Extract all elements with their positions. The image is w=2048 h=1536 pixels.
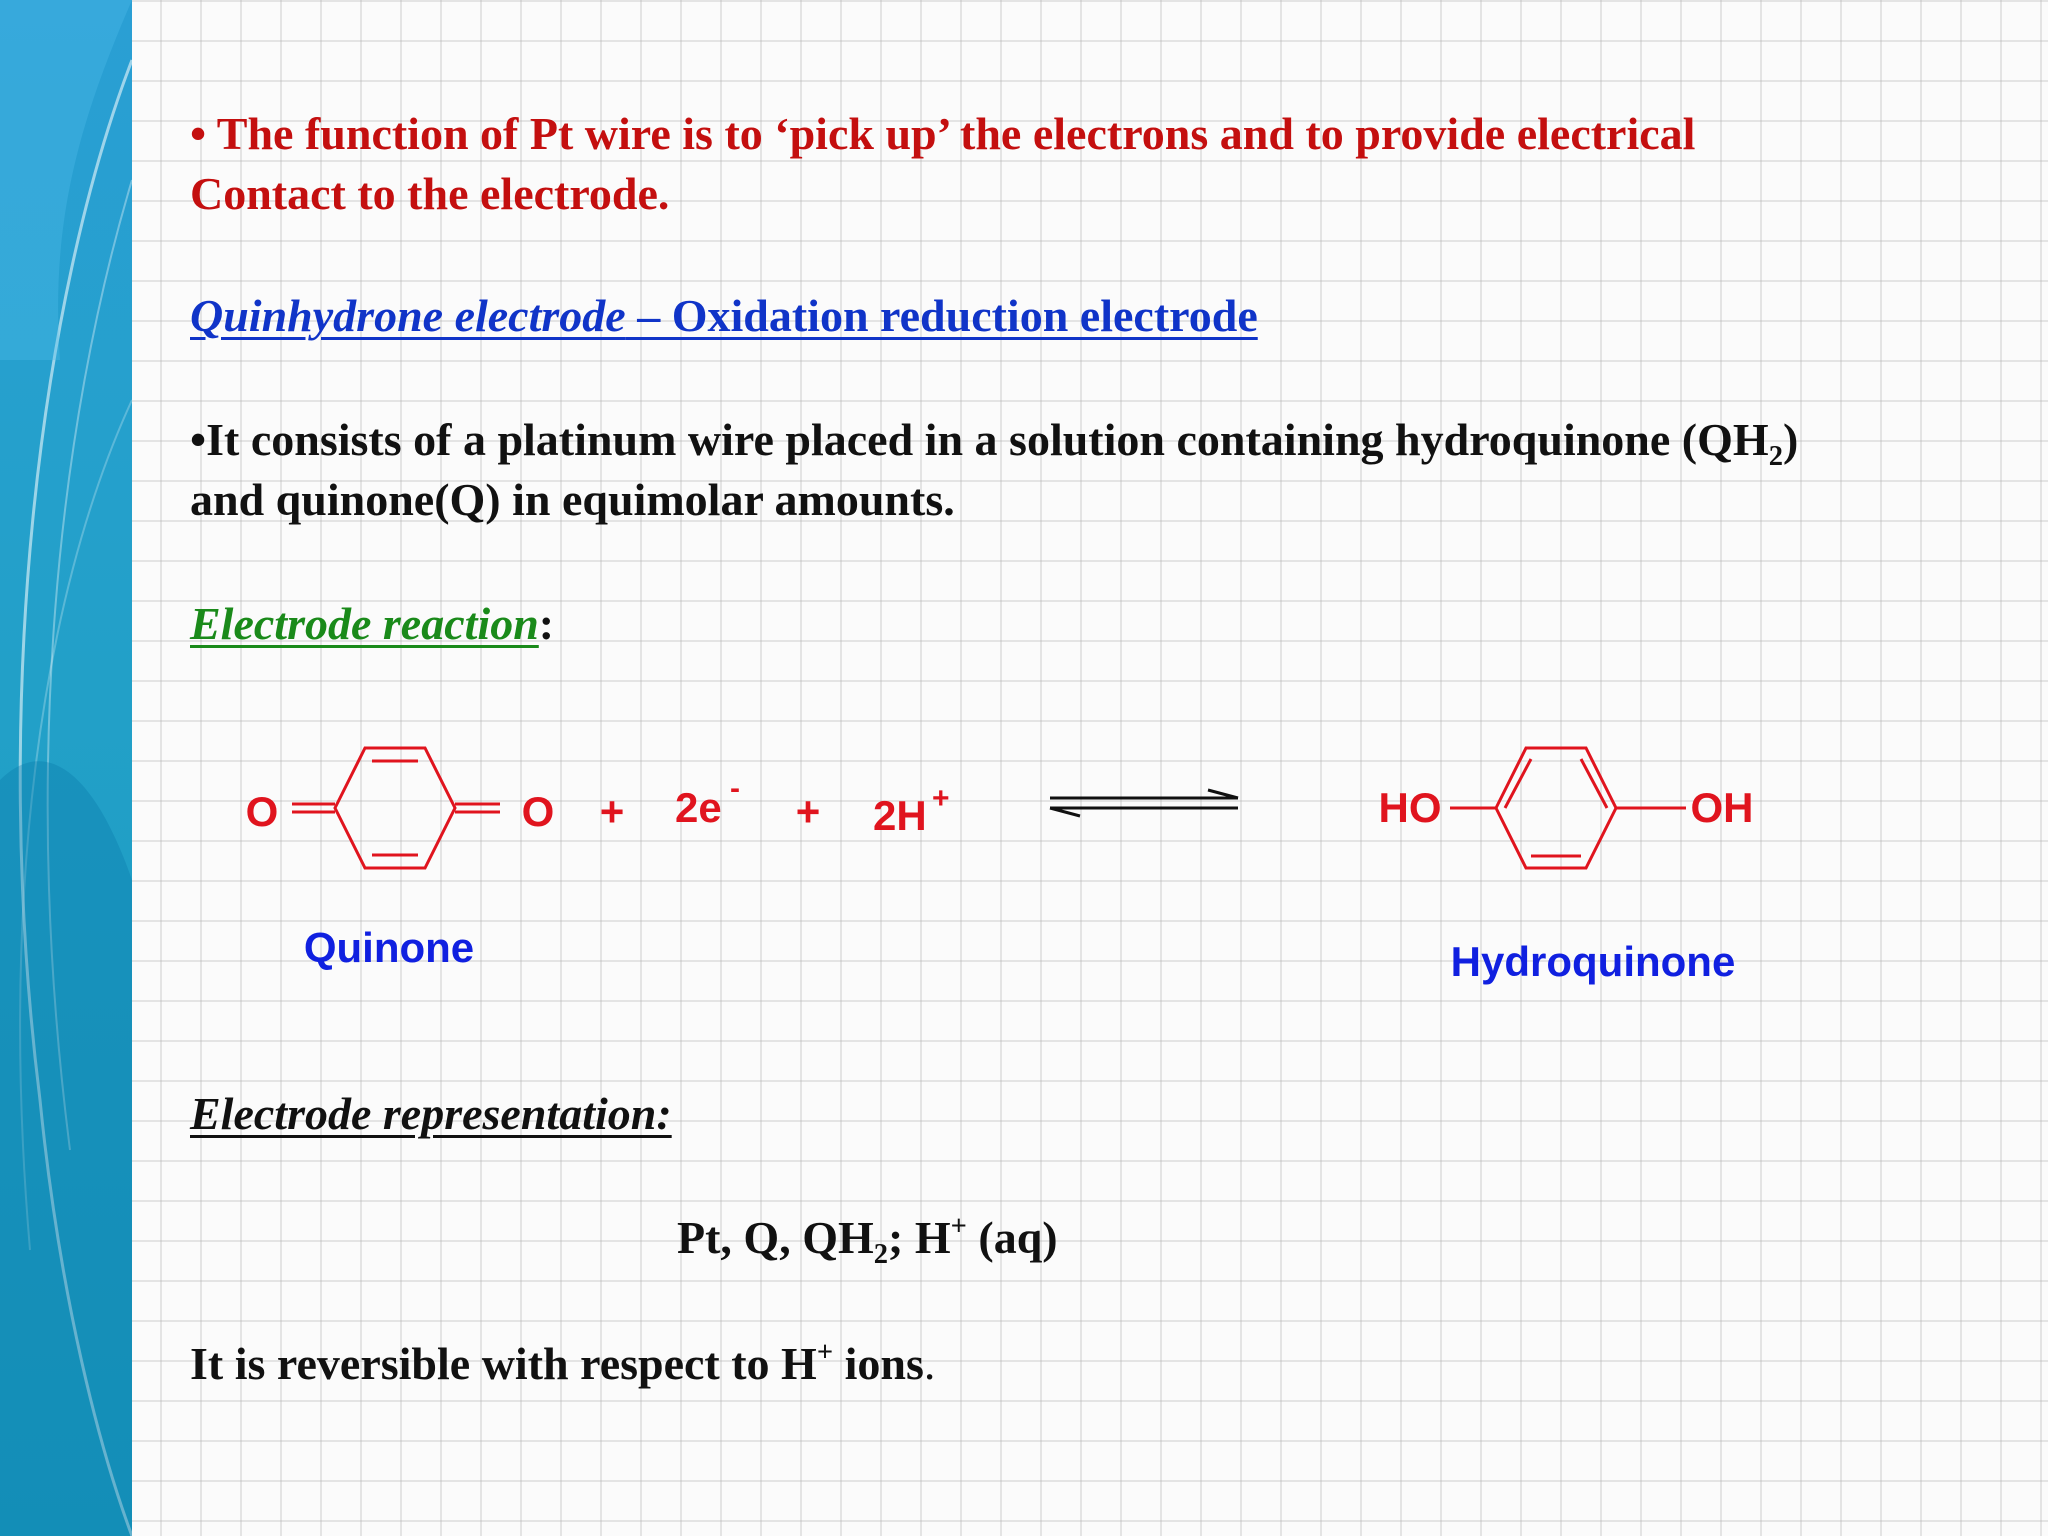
heading-quinhydrone-italic: Quinhydrone electrode [190, 290, 626, 341]
reversible-text-end: ions [833, 1338, 924, 1389]
reversible-text: It is reversible with respect to H [190, 1338, 817, 1389]
bullet-pt-wire-line-1: • The function of Pt wire is to ‘pick up… [190, 108, 1696, 159]
formula-part-2: ; H [888, 1212, 951, 1263]
formula-part-3: (aq) [966, 1212, 1058, 1263]
hydroquinone-right-hydroxyl: OH [1691, 784, 1754, 831]
quinone-right-oxygen: O [522, 788, 555, 835]
quinone-label: Quinone [304, 924, 474, 971]
heading-electrode-representation: Electrode representation: [190, 1088, 672, 1139]
protons-superscript: + [932, 782, 950, 815]
slide-content: • The function of Pt wire is to ‘pick up… [190, 0, 2030, 1536]
bullet-consists-line-1: •It consists of a platinum wire placed i… [190, 410, 1799, 472]
quinone-left-oxygen: O [246, 788, 279, 835]
equilibrium-arrow-icon [1049, 788, 1239, 818]
protons-text: 2H [873, 792, 927, 839]
heading-electrode-reaction-text: Electrode reaction [190, 598, 539, 649]
sidebar-swoosh-graphic [0, 0, 132, 1536]
decorative-sidebar [0, 0, 132, 1536]
subscript-2: 2 [1768, 441, 1783, 472]
quinone-structure [292, 746, 500, 870]
heading-electrode-reaction-colon: : [538, 598, 555, 649]
bullet-consists-text: •It consists of a platinum wire placed i… [190, 414, 1769, 465]
formula-superscript: + [950, 1211, 967, 1242]
reversible-statement: It is reversible with respect to H+ ions… [190, 1334, 935, 1394]
electrode-representation-formula: Pt, Q, QH2; H+ (aq) [677, 1208, 1058, 1270]
plus-sign-2: + [796, 788, 821, 835]
plus-sign-1: + [600, 788, 625, 835]
bullet-pt-wire-line-2: Contact to the electrode. [190, 168, 670, 219]
reversible-period: . [923, 1338, 936, 1389]
heading-quinhydrone-rest: – Oxidation reduction electrode [625, 290, 1258, 341]
hydroquinone-left-hydroxyl: HO [1379, 784, 1442, 831]
formula-subscript: 2 [873, 1239, 889, 1270]
closing-paren: ) [1782, 414, 1799, 465]
hydroquinone-structure [1450, 746, 1686, 870]
electrons-superscript: - [730, 772, 740, 805]
heading-quinhydrone-electrode: Quinhydrone electrode – Oxidation reduct… [190, 286, 1258, 346]
electrons-text: 2e [675, 784, 722, 831]
reversible-superscript: + [816, 1337, 834, 1368]
bullet-consists-line-2: and quinone(Q) in equimolar amounts. [190, 474, 955, 525]
hydroquinone-label: Hydroquinone [1451, 938, 1736, 985]
heading-electrode-reaction: Electrode reaction: [190, 594, 554, 654]
formula-part-1: Pt, Q, QH [677, 1212, 874, 1263]
